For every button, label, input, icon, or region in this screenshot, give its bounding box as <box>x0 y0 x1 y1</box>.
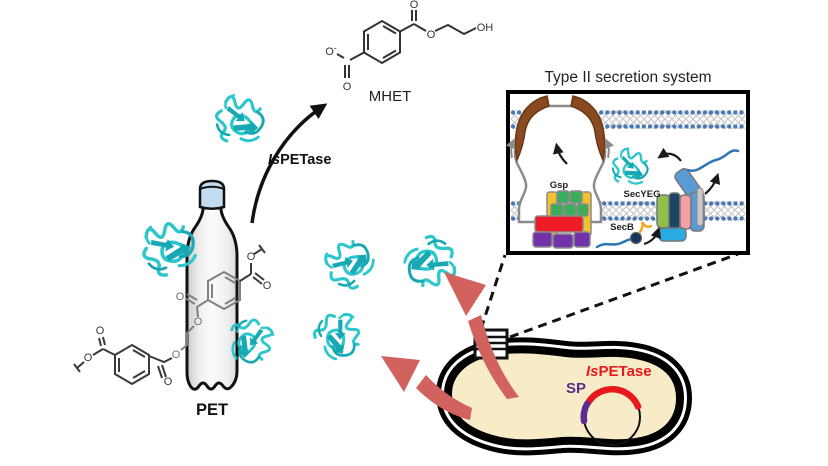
secretion-arrow-head <box>381 356 420 392</box>
outer-membrane <box>510 110 746 129</box>
secretion-arrow-head <box>444 272 486 316</box>
svg-text:O: O <box>194 316 203 328</box>
secyeg-navy-subunit <box>668 192 681 230</box>
svg-text:O: O <box>172 349 181 361</box>
secretion-direction-arrows <box>506 138 614 159</box>
svg-text:O: O <box>164 376 173 388</box>
svg-text:O-: O- <box>325 43 337 58</box>
inset-title: Type II secretion system <box>544 69 711 86</box>
secretin-horns-icon <box>514 95 606 163</box>
svg-text:OH: OH <box>477 22 494 34</box>
secretion-arrow-icon <box>468 315 519 399</box>
secb-label: SecB <box>610 222 634 233</box>
secretion-arrows <box>381 272 519 420</box>
svg-text:O: O <box>343 81 352 93</box>
t2ss-inset: Gsp SecYEG SecB <box>506 69 750 255</box>
enzyme-label: IsPETase <box>268 152 331 168</box>
inset-flow-arrows <box>552 142 721 246</box>
gsp-label: Gsp <box>550 180 569 191</box>
pet-bottle-icon <box>185 179 239 391</box>
secyeg-gray-stripe <box>696 187 704 227</box>
plasmid-icon: IsPETase SP <box>566 363 652 446</box>
petase-protein-icon <box>210 91 269 150</box>
plasmid-gene-arc <box>584 385 642 410</box>
petase-protein-icon <box>315 230 383 298</box>
svg-text:O: O <box>176 291 185 303</box>
svg-text:O: O <box>84 352 93 364</box>
secb-icon: SecB <box>595 221 653 249</box>
secretion-arrow-icon <box>416 375 472 420</box>
svg-text:O: O <box>96 325 105 337</box>
bacterial-cell: IsPETase SP <box>435 337 693 456</box>
mhet-label: MHET <box>369 88 412 105</box>
bottle-cap-icon <box>198 179 226 210</box>
mhet-structure-icon <box>336 10 477 78</box>
pet-label: PET <box>196 401 228 419</box>
inner-membrane <box>510 201 746 221</box>
svg-text:O: O <box>410 0 419 11</box>
reaction-arrow <box>250 103 328 224</box>
svg-text:O: O <box>247 251 256 263</box>
mhet-atom-labels: O- O O O OH <box>325 0 493 93</box>
svg-text:O: O <box>263 280 272 292</box>
pet-polymer-structure-icon: O O O O O O O O <box>73 244 272 388</box>
signal-peptide-label: SP <box>566 380 586 397</box>
secyeg-label: SecYEG <box>624 189 661 200</box>
petase-protein-icon <box>307 304 369 366</box>
secyeg-complex-icon: SecYEG <box>624 168 705 242</box>
secyeg-cyan-base <box>658 227 687 242</box>
peptide-squiggle-icon <box>686 149 740 173</box>
svg-text:O: O <box>427 29 436 41</box>
inset-connector-lines <box>479 252 739 339</box>
plasmid-gene-label: IsPETase <box>586 363 652 380</box>
gsp-red-block <box>534 215 584 233</box>
plasmid-sp-arc <box>580 400 591 425</box>
gsp-complex-icon: Gsp <box>532 180 592 249</box>
secyeg-pink-subunit <box>679 194 692 230</box>
